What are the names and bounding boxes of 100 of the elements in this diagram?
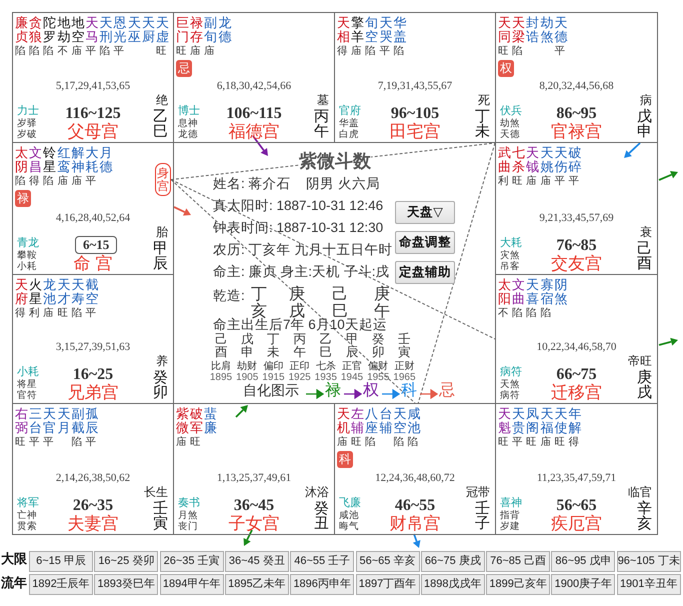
minor-god-label: 吊客 (500, 262, 520, 272)
star-name: 左辅 (351, 407, 364, 435)
minor-god-label: 指背 (500, 510, 520, 521)
transform-badge: 权 (498, 60, 514, 77)
god-label: 小耗 (17, 366, 39, 378)
luck-pillar: 己酉 (214, 333, 228, 360)
minor-god-label: 劫煞 (500, 118, 520, 129)
palace-cell (334, 403, 496, 535)
stem-branch: 壬子 (475, 500, 490, 532)
age-range: 56~65 (556, 497, 597, 514)
ten-god-label: 比肩 (211, 361, 231, 372)
chart-button: 定盘辅助 (395, 261, 455, 284)
star-name: 八座 (365, 407, 378, 435)
star-name: 天德 (554, 16, 568, 44)
star-name: 天月 (57, 407, 70, 435)
star-name: 红鸾 (57, 146, 70, 174)
period-cell: 1893癸巳年 (94, 574, 158, 595)
period-cell: 76~85 己酉 (486, 551, 550, 572)
brightness-label: 平 (43, 437, 54, 449)
palace-name: 命 宫 (74, 255, 112, 274)
stem-branch: 癸卯 (153, 370, 168, 401)
age-list: 2,14,26,38,50,62 (56, 472, 130, 484)
stage-label: 养 (156, 354, 168, 368)
stem-branch: 乙巳 (153, 108, 168, 140)
period-cell: 66~75 庚戌 (420, 551, 485, 572)
stage-label: 死 (478, 94, 490, 107)
brightness-label: 陷 (43, 46, 54, 58)
age-list: 10,22,34,46,58,70 (536, 340, 616, 353)
star-name: 巨门 (176, 16, 189, 44)
transform-badge: 科 (337, 451, 353, 468)
star-name: 天贵 (512, 407, 526, 435)
star-name: 文昌 (29, 146, 42, 174)
dashed-line (170, 179, 416, 404)
age-range: 76~85 (556, 237, 597, 254)
brightness-label: 得 (15, 308, 26, 320)
brightness-label: 平 (379, 46, 390, 58)
star-name: 封诰 (526, 16, 540, 44)
palace-cell (495, 403, 658, 535)
brightness-label: 庙 (526, 176, 538, 188)
legend-text: 权 (363, 382, 379, 400)
star-name: 太阳 (498, 278, 511, 306)
period-cell: 1896丙申年 (290, 574, 354, 595)
period-cell: 36~45 癸丑 (224, 551, 289, 572)
brightness-label: 陷 (365, 437, 376, 449)
brightness-label: 陷 (526, 308, 538, 320)
stem-branch: 己酉 (637, 240, 652, 272)
brightness-label: 陷 (15, 176, 26, 188)
palace-name: 父母宫 (68, 123, 118, 142)
ten-god-label: 七杀 (316, 361, 336, 372)
brightness-label: 庙 (540, 437, 552, 449)
star-name: 紫微 (176, 407, 189, 435)
star-name: 大耗 (86, 146, 98, 174)
stage-label: 帝旺 (628, 354, 652, 368)
year-label: 1925 (288, 372, 311, 383)
brightness-label: 平 (554, 176, 566, 188)
info-text: 阴男 火六局 (306, 177, 380, 192)
legend-text: 科 (401, 382, 417, 400)
brightness-label: 陷 (365, 46, 376, 58)
age-list: 12,24,36,48,60,72 (375, 472, 455, 484)
star-name: 天福 (540, 407, 554, 435)
star-name: 擎羊 (351, 16, 364, 44)
star-name: 劫煞 (540, 16, 554, 44)
star-name: 天相 (337, 16, 350, 44)
luck-pillar: 戊申 (240, 333, 254, 360)
period-cell: 1898戊戌年 (420, 574, 485, 595)
brightness-label: 平 (86, 46, 96, 58)
minor-god-label: 龙德 (178, 130, 198, 140)
stage-label: 病 (640, 94, 652, 107)
star-name: 天使 (554, 407, 568, 435)
minor-god-label: 月煞 (178, 510, 198, 521)
star-name: 禄存 (190, 16, 204, 44)
palace-name: 财帛宫 (390, 515, 440, 534)
stem-branch: 庚戌 (637, 370, 652, 401)
star-name: 天才 (57, 278, 70, 306)
palace-cell (12, 12, 174, 143)
brightness-label: 得 (568, 437, 580, 449)
age-range: 66~75 (556, 366, 597, 384)
stem-branch: 丁未 (475, 108, 490, 140)
palace-name: 官禄宫 (551, 123, 602, 142)
info-text: 真太阳时: 1887-10-31 12:46 (213, 199, 384, 214)
stage-label: 胎 (156, 226, 168, 239)
brightness-label: 陷 (15, 46, 26, 58)
brightness-label: 庙 (71, 176, 82, 188)
minor-god-label: 岁破 (17, 130, 37, 140)
stage-label: 冠带 (466, 486, 490, 499)
star-name: 地空 (71, 16, 84, 44)
minor-god-label: 天煞 (500, 380, 520, 390)
star-name: 天钺 (526, 146, 540, 174)
god-label: 喜神 (500, 496, 522, 509)
age-list: 6,18,30,42,54,66 (216, 80, 292, 92)
brightness-label: 陷 (71, 437, 82, 449)
age-list: 9,21,33,45,57,69 (539, 212, 614, 224)
brightness-label: 平 (114, 46, 125, 58)
period-cell: 96~105 丁未 (616, 551, 681, 572)
star-name: 天空 (393, 407, 406, 435)
period-cell: 1895乙未年 (224, 574, 289, 595)
minor-god-label: 亡神 (17, 510, 37, 521)
stage-label: 临官 (628, 486, 652, 499)
star-name: 天官 (43, 407, 56, 435)
ten-god-label: 正印 (290, 361, 310, 372)
